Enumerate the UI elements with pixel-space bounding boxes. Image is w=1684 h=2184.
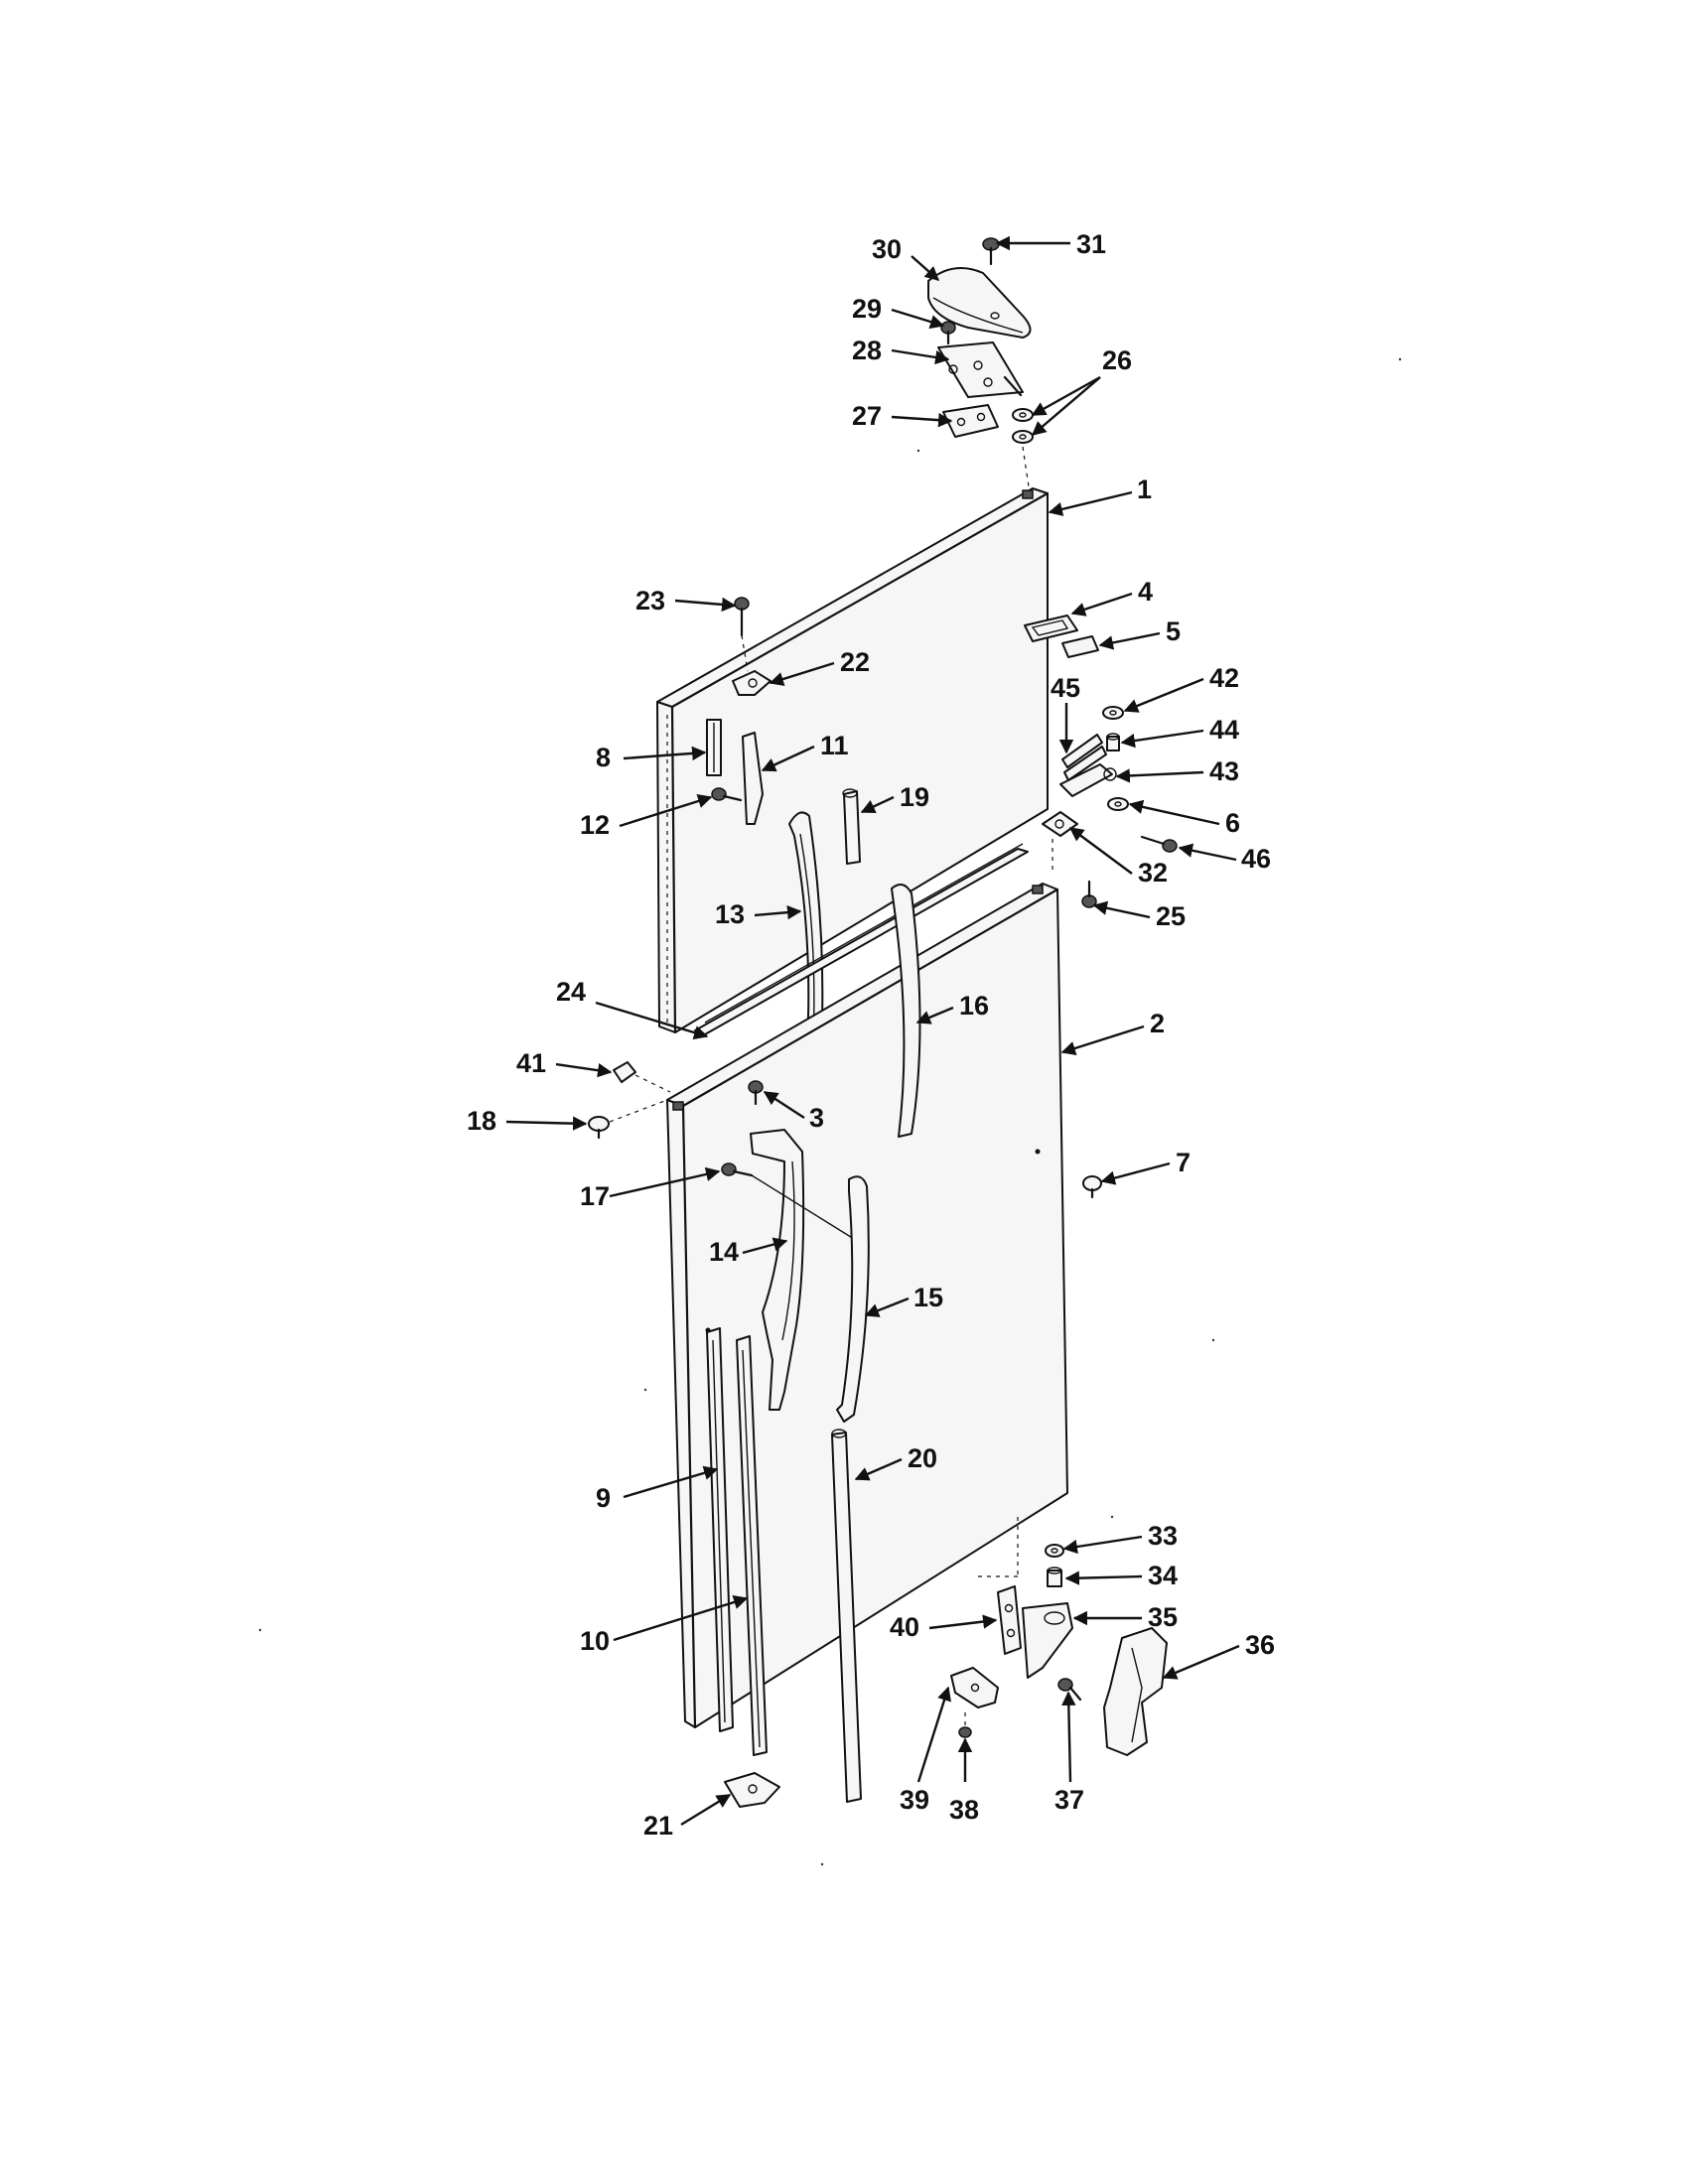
washer-part (1045, 1544, 1064, 1558)
bushing-part (1047, 1570, 1062, 1587)
bracket-part (732, 670, 772, 696)
screw-part (958, 1712, 972, 1738)
hinge-pin-part (1061, 734, 1103, 768)
callout-29: 29 (852, 294, 882, 324)
trim-piece-part (843, 790, 861, 865)
screw-part (711, 787, 743, 802)
callout-36: 36 (1245, 1630, 1275, 1660)
callout-20: 20 (908, 1443, 937, 1473)
callout-14: 14 (709, 1237, 739, 1267)
callout-25: 25 (1156, 901, 1186, 931)
callout-5: 5 (1166, 616, 1181, 646)
screw-part (982, 237, 1000, 266)
callout-3: 3 (809, 1103, 824, 1133)
callout-41: 41 (516, 1048, 546, 1078)
washer-part (1012, 408, 1034, 422)
callout-17: 17 (580, 1181, 610, 1211)
door-stop-part (724, 1772, 780, 1808)
center-hinge-assembly (1042, 706, 1178, 908)
screw-part (721, 1162, 855, 1240)
hinge-shim-part (942, 404, 999, 438)
callout-6: 6 (1225, 808, 1240, 838)
top-hinge-assembly (927, 237, 1034, 487)
bracket-part (742, 732, 764, 825)
callout-32: 32 (1138, 858, 1168, 887)
callout-13: 13 (715, 899, 745, 929)
hinge-plate-part (950, 1667, 999, 1708)
callout-37: 37 (1054, 1785, 1084, 1815)
callout-27: 27 (852, 401, 882, 431)
bottom-hinge-assembly (950, 1517, 1168, 1756)
callout-labels: 31 30 29 28 26 27 1 4 5 23 22 42 45 44 8… (467, 229, 1275, 1841)
callout-8: 8 (596, 743, 611, 772)
callout-4: 4 (1138, 577, 1153, 607)
screw-part (1140, 835, 1178, 853)
callout-22: 22 (840, 647, 870, 677)
bracket-part (1042, 811, 1078, 837)
hinge-cover-part (927, 267, 1032, 339)
screw-part (1057, 1678, 1082, 1702)
callout-30: 30 (872, 234, 902, 264)
callout-35: 35 (1148, 1602, 1178, 1632)
washer-part (1107, 797, 1129, 811)
callout-16: 16 (959, 991, 989, 1021)
callout-23: 23 (635, 586, 665, 615)
callout-42: 42 (1209, 663, 1239, 693)
screw-part (748, 1080, 764, 1106)
hinge-part (937, 341, 1024, 398)
callout-9: 9 (596, 1483, 611, 1513)
callout-40: 40 (890, 1612, 919, 1642)
callout-43: 43 (1209, 756, 1239, 786)
callout-33: 33 (1148, 1521, 1178, 1551)
callout-15: 15 (913, 1283, 943, 1312)
scan-specks (258, 357, 1402, 1866)
callout-10: 10 (580, 1626, 610, 1656)
callout-12: 12 (580, 810, 610, 840)
callout-1: 1 (1137, 475, 1152, 504)
washer-part (1102, 706, 1124, 720)
clip-part (613, 1061, 636, 1083)
callout-21: 21 (643, 1811, 673, 1841)
callout-11: 11 (820, 731, 849, 760)
rail-part (706, 1327, 734, 1732)
screw-part (734, 597, 750, 672)
hinge-cover-part (1103, 1627, 1168, 1756)
plate-part (1061, 635, 1099, 658)
callout-7: 7 (1176, 1148, 1191, 1177)
gasket-strip-part (836, 1175, 870, 1423)
callout-38: 38 (949, 1795, 979, 1825)
leader-lines (505, 235, 1240, 1827)
screw-part (940, 321, 956, 345)
trim-strip-part (831, 1432, 862, 1803)
screw-part (1081, 880, 1097, 908)
bottom-hinge-part (1022, 1602, 1073, 1679)
callout-24: 24 (556, 977, 586, 1007)
gasket-strip-part (891, 884, 921, 1138)
callout-34: 34 (1148, 1561, 1178, 1590)
callout-45: 45 (1051, 673, 1080, 703)
hinge-plate-part (1059, 763, 1113, 797)
callout-44: 44 (1209, 715, 1239, 745)
callout-31: 31 (1076, 229, 1106, 259)
plug-part (1082, 1175, 1102, 1199)
bushing-part (1106, 736, 1120, 751)
callout-2: 2 (1150, 1009, 1165, 1038)
callout-26: 26 (1102, 345, 1132, 375)
callout-18: 18 (467, 1106, 496, 1136)
plug-part (588, 1099, 668, 1140)
callout-39: 39 (900, 1785, 929, 1815)
hinge-bracket-part (997, 1585, 1022, 1655)
washer-part (1012, 430, 1034, 444)
callout-28: 28 (852, 336, 882, 365)
callout-19: 19 (900, 782, 929, 812)
callout-46: 46 (1241, 844, 1271, 874)
